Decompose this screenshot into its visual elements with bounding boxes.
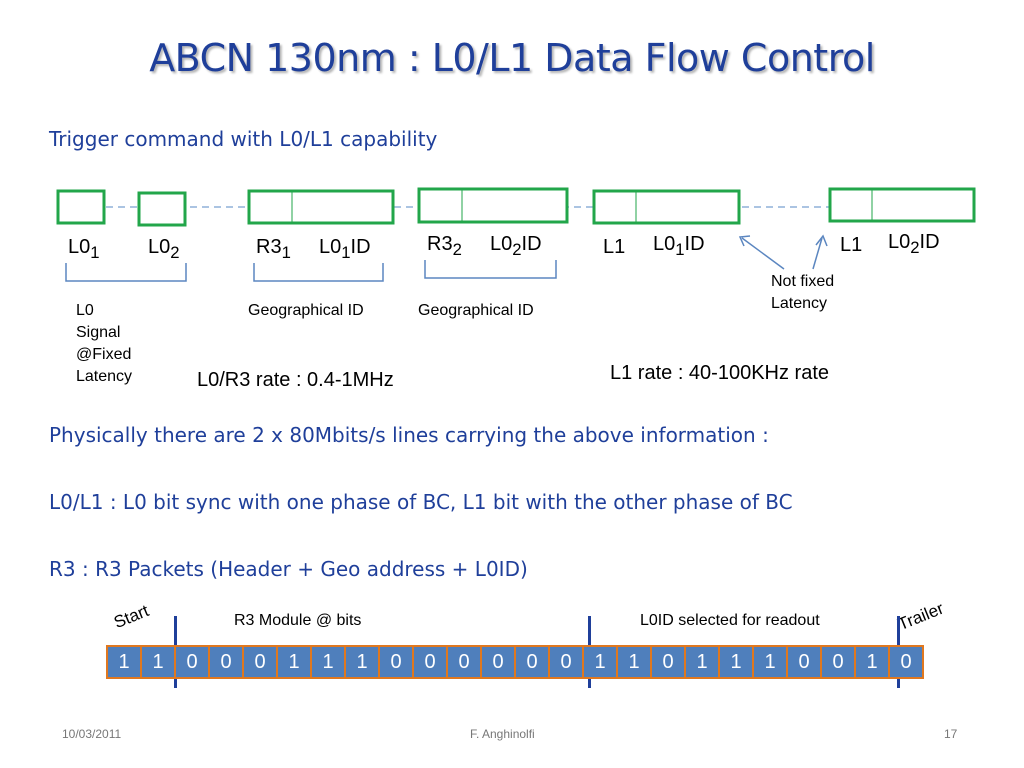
arrow-not-fixed-2 xyxy=(812,237,823,270)
arrowhead-1 xyxy=(738,235,751,247)
l0-signal-note: L0 Signal @Fixed Latency xyxy=(76,302,133,385)
l1-rate: L1 rate : 40-100KHz rate xyxy=(610,362,830,384)
bit-cell: 0 xyxy=(210,647,242,677)
arrowhead-2 xyxy=(815,234,828,247)
bit-cell: 0 xyxy=(414,647,446,677)
label-r3-2: R32 xyxy=(427,233,462,259)
packet-l1-b xyxy=(828,187,976,223)
bit-cell: 0 xyxy=(448,647,480,677)
bit-cell: 0 xyxy=(516,647,548,677)
packet-r3-2 xyxy=(417,187,569,224)
label-l1-b: L1 xyxy=(840,234,863,256)
bit-cell: 0 xyxy=(380,647,412,677)
l0l1-sync-text: L0/L1 : L0 bit sync with one phase of BC… xyxy=(49,490,793,514)
label-r3-1: R31 xyxy=(256,236,291,262)
bit-cell: 0 xyxy=(482,647,514,677)
bit-cell: 1 xyxy=(142,647,174,677)
footer-author: F. Anghinolfi xyxy=(470,727,535,741)
bit-cell: 1 xyxy=(686,647,718,677)
bit-cell: 0 xyxy=(244,647,276,677)
footer-date: 10/03/2011 xyxy=(62,727,122,741)
packet-l1-a xyxy=(592,189,741,225)
geo-id-label-2: Geographical ID xyxy=(418,302,534,319)
bit-cell: 1 xyxy=(312,647,344,677)
physical-lines-text: Physically there are 2 x 80Mbits/s lines… xyxy=(49,423,769,447)
label-l0-2: L02 xyxy=(148,236,180,262)
bit-cell: 0 xyxy=(788,647,820,677)
bracket-r3-1 xyxy=(253,263,384,282)
bit-cell: 1 xyxy=(278,647,310,677)
l0r3-rate: L0/R3 rate : 0.4-1MHz xyxy=(197,369,394,391)
not-fixed-latency-note: Not fixed Latency xyxy=(771,273,835,312)
bit-cell: 0 xyxy=(176,647,208,677)
bit-cell: 0 xyxy=(550,647,582,677)
bit-cell: 1 xyxy=(584,647,616,677)
arrow-not-fixed-1 xyxy=(741,237,785,270)
subtitle: Trigger command with L0/L1 capability xyxy=(49,127,438,151)
bit-cell: 1 xyxy=(754,647,786,677)
label-r3-1-l0id: L01ID xyxy=(319,236,371,262)
r3-module-label: R3 Module @ bits xyxy=(234,612,362,629)
bit-cell: 1 xyxy=(346,647,378,677)
bit-cell: 0 xyxy=(890,647,922,677)
packet-r3-1 xyxy=(247,189,395,225)
packet-l0-1 xyxy=(56,189,106,225)
bit-cell: 1 xyxy=(856,647,888,677)
r3-packets-text: R3 : R3 Packets (Header + Geo address + … xyxy=(49,557,528,581)
bracket-l0 xyxy=(65,263,187,282)
label-l1-b-l0id: L02ID xyxy=(888,231,940,257)
label-l0-1: L01 xyxy=(68,236,100,262)
slide-title: ABCN 130nm : L0/L1 Data Flow Control xyxy=(149,36,875,80)
bit-cell: 0 xyxy=(822,647,854,677)
footer-page-number: 17 xyxy=(944,727,958,741)
bracket-r3-2 xyxy=(424,260,557,279)
label-r3-2-l0id: L02ID xyxy=(490,233,542,259)
bit-cell: 1 xyxy=(618,647,650,677)
bit-cell: 1 xyxy=(720,647,752,677)
geo-id-label-1: Geographical ID xyxy=(248,302,364,319)
l0id-readout-label: L0ID selected for readout xyxy=(640,612,820,629)
label-l1-a: L1 xyxy=(603,236,626,258)
packet-l0-2 xyxy=(137,191,187,227)
bit-cell: 1 xyxy=(108,647,140,677)
bit-cell: 0 xyxy=(652,647,684,677)
label-l1-a-l0id: L01ID xyxy=(653,233,705,259)
